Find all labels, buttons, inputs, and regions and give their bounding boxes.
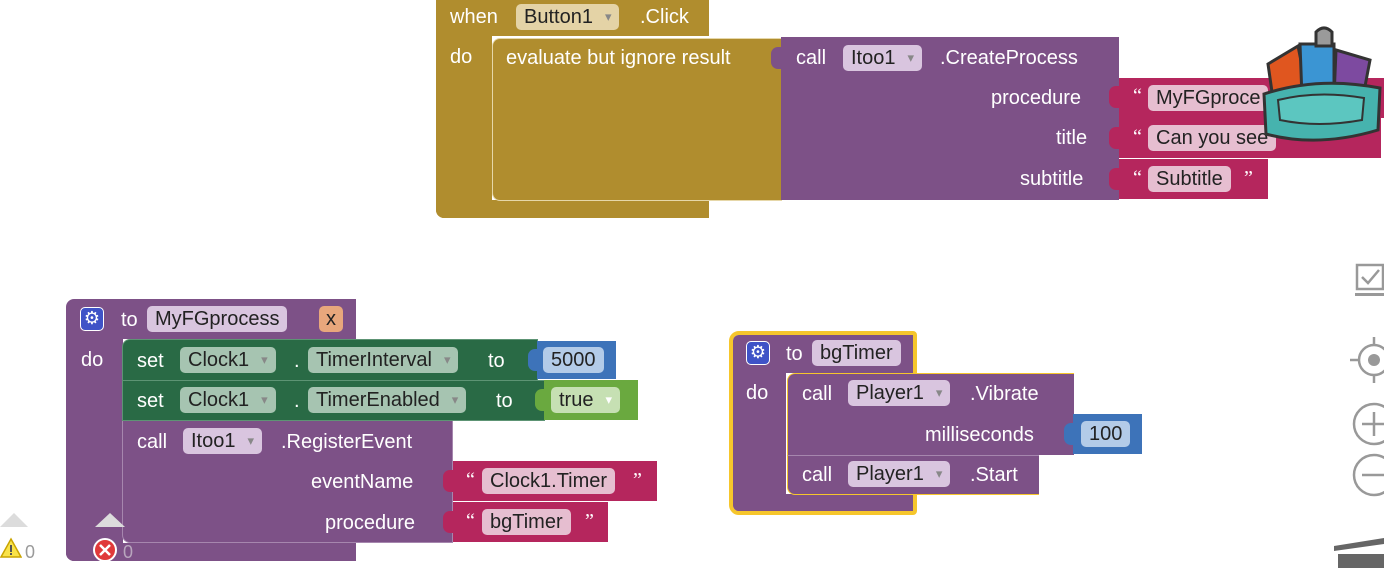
procedure-param-label: procedure: [325, 512, 416, 534]
clock1-dropdown[interactable]: Clock1: [180, 347, 276, 373]
number-connector: [1064, 423, 1074, 445]
checkbox-icon[interactable]: [1355, 263, 1384, 301]
number-field-5000[interactable]: 5000: [543, 347, 604, 373]
player1-dropdown[interactable]: Player1: [848, 380, 951, 406]
procedure-param-label: procedure: [991, 87, 1082, 109]
open-quote: “: [466, 469, 475, 491]
to-label: to: [488, 350, 505, 372]
title-text-field[interactable]: Can you see: [1148, 125, 1277, 151]
close-quote: ”: [1244, 167, 1253, 189]
when-label: when: [450, 6, 498, 28]
close-quote: ”: [633, 469, 642, 491]
dot-label: .: [294, 390, 300, 412]
register-event-block[interactable]: [122, 421, 453, 543]
call-label: call: [796, 47, 827, 69]
eventname-text-field[interactable]: Clock1.Timer: [482, 468, 616, 494]
warning-count: 0: [25, 542, 36, 562]
clock1-dropdown[interactable]: Clock1: [180, 387, 276, 413]
call-label: call: [137, 431, 168, 453]
text-connector: [443, 470, 453, 492]
procedure-name-field[interactable]: bgTimer: [812, 340, 901, 366]
to-label: to: [121, 309, 138, 331]
collapse-arrow-icon[interactable]: [0, 513, 28, 527]
set-label: set: [137, 390, 164, 412]
timerinterval-dropdown[interactable]: TimerInterval: [308, 347, 459, 373]
trash-icon[interactable]: [1332, 534, 1384, 568]
procedure-text-field[interactable]: MyFGproce: [1148, 85, 1269, 111]
itoo1-dropdown[interactable]: Itoo1: [843, 45, 923, 71]
start-label: .Start: [970, 464, 1018, 486]
call-label: call: [802, 464, 833, 486]
player1-dropdown[interactable]: Player1: [848, 461, 951, 487]
click-event-label: .Click: [640, 6, 689, 28]
warning-icon[interactable]: [0, 537, 23, 559]
set-label: set: [137, 350, 164, 372]
open-quote: “: [1133, 167, 1142, 189]
error-count: 0: [123, 542, 134, 562]
subtitle-text-field[interactable]: Subtitle: [1148, 166, 1231, 192]
procedure-block-myfgprocess[interactable]: [66, 299, 356, 561]
input-connector: [771, 47, 781, 69]
number-field-100[interactable]: 100: [1081, 421, 1131, 447]
create-process-block[interactable]: [781, 37, 1119, 200]
gear-icon[interactable]: ⚙: [746, 341, 770, 365]
eventname-param-label: eventName: [311, 471, 414, 493]
close-quote: ”: [585, 510, 594, 532]
create-process-label: .CreateProcess: [940, 47, 1078, 69]
bgtimer-text-field[interactable]: bgTimer: [482, 509, 571, 535]
timerenabled-dropdown[interactable]: TimerEnabled: [308, 387, 467, 413]
evaluate-ignore-block[interactable]: [492, 38, 782, 201]
text-connector: [1109, 86, 1119, 108]
text-connector: [443, 511, 453, 533]
boolean-connector: [535, 389, 545, 411]
itoo1-dropdown[interactable]: Itoo1: [183, 428, 263, 454]
recenter-icon[interactable]: [1350, 337, 1384, 383]
do-label: do: [81, 349, 104, 371]
true-dropdown[interactable]: true: [551, 387, 620, 413]
number-connector: [528, 349, 538, 371]
backpack-icon[interactable]: [1258, 24, 1384, 152]
button1-dropdown[interactable]: Button1: [516, 4, 620, 30]
dot-label: .: [294, 350, 300, 372]
title-param-label: title: [1056, 127, 1088, 149]
subtitle-param-label: subtitle: [1020, 168, 1084, 190]
collapse-arrow-icon[interactable]: [95, 513, 125, 527]
to-label: to: [786, 343, 803, 365]
zoom-out-icon[interactable]: [1350, 452, 1384, 498]
text-connector: [1109, 168, 1119, 190]
open-quote: “: [466, 510, 475, 532]
procedure-name-field[interactable]: MyFGprocess: [147, 306, 288, 332]
evaluate-ignore-label: evaluate but ignore result: [506, 47, 731, 69]
open-quote: “: [1133, 85, 1142, 107]
text-connector: [1109, 127, 1119, 149]
zoom-in-icon[interactable]: [1350, 402, 1384, 446]
error-icon[interactable]: [92, 537, 118, 563]
open-quote: “: [1133, 126, 1142, 148]
do-label: do: [746, 382, 769, 404]
do-label: do: [450, 46, 473, 68]
vibrate-label: .Vibrate: [970, 383, 1039, 405]
call-label: call: [802, 383, 833, 405]
milliseconds-param-label: milliseconds: [925, 424, 1034, 446]
param-x[interactable]: x: [319, 306, 343, 332]
gear-icon[interactable]: ⚙: [80, 307, 104, 331]
to-label: to: [496, 390, 513, 412]
register-event-label: .RegisterEvent: [281, 431, 413, 453]
